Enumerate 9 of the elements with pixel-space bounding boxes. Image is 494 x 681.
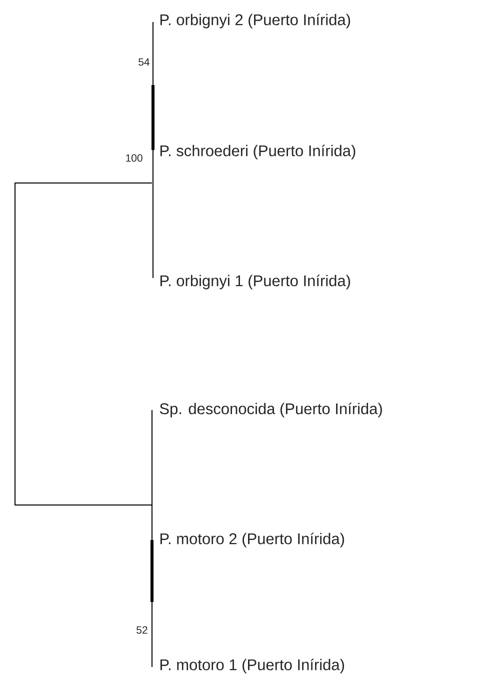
taxon-label: Sp. desconocida (Puerto Inírida) <box>160 402 382 418</box>
bootstrap-value: 52 <box>136 626 148 634</box>
taxon-label: P. motoro 2 (Puerto Inírida) <box>160 532 344 548</box>
bootstrap-value: 100 <box>126 154 142 162</box>
taxon-label: P. orbignyi 1 (Puerto Inírida) <box>160 274 350 290</box>
taxon-label: P. schroederi (Puerto Inírida) <box>160 144 356 160</box>
taxon-label: P. motoro 1 (Puerto Inírida) <box>160 658 344 674</box>
taxon-label: P. orbignyi 2 (Puerto Inírida) <box>160 14 350 28</box>
bootstrap-value: 54 <box>138 58 150 66</box>
